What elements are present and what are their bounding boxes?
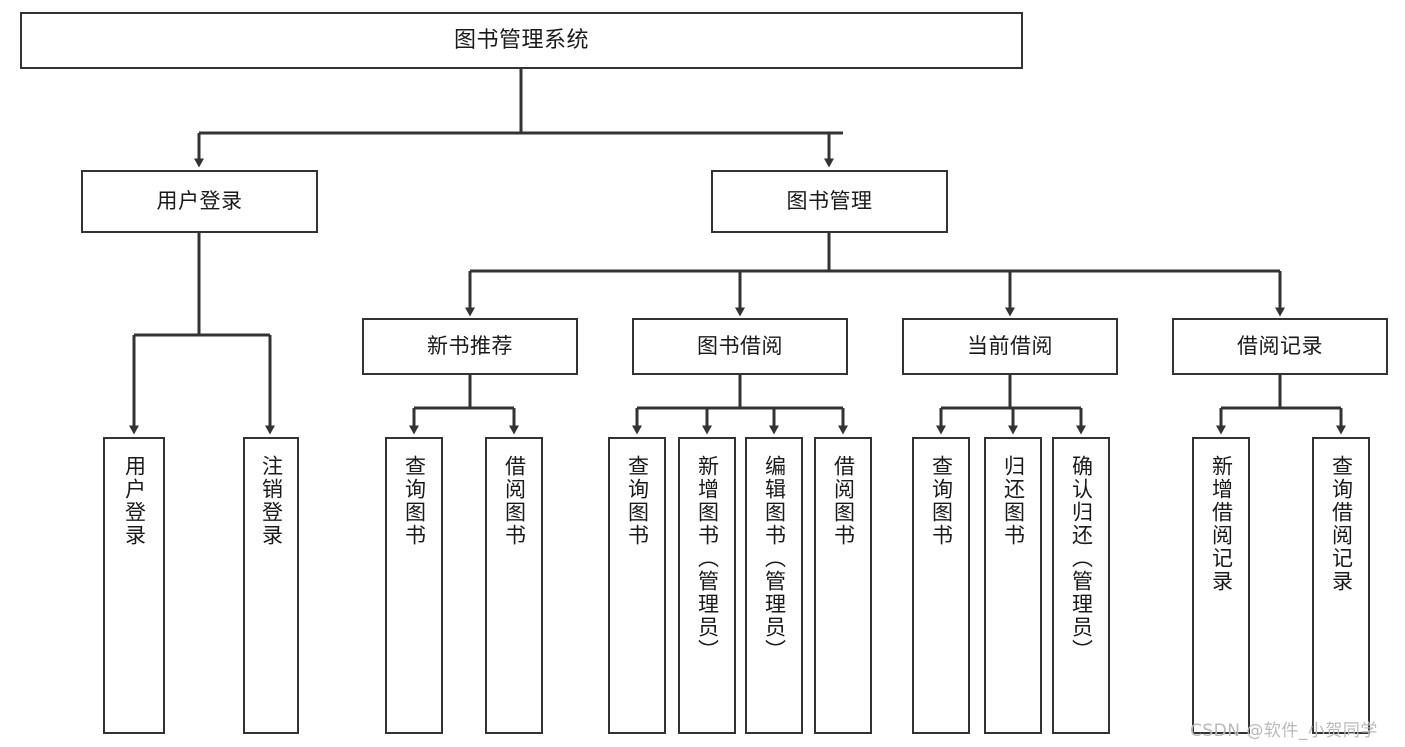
node-root[interactable]: 图书管理系统 [20, 12, 1023, 69]
node-current-borrow-label: 当前借阅 [967, 334, 1053, 359]
node-leaf-add-book[interactable]: 新增图书（管理员） [678, 437, 736, 734]
node-leaf-add-book-label: 新增图书（管理员） [695, 455, 720, 662]
node-leaf-query-book-3-label: 查询图书 [929, 455, 954, 547]
node-user-login[interactable]: 用户登录 [81, 170, 318, 233]
node-leaf-query-record-label: 查询借阅记录 [1329, 455, 1354, 593]
node-book-manage-label: 图书管理 [786, 189, 873, 214]
node-leaf-logout[interactable]: 注销登录 [243, 437, 299, 734]
node-leaf-user-login-label: 用户登录 [122, 455, 147, 547]
node-leaf-borrow-book-1[interactable]: 借阅图书 [485, 437, 543, 734]
node-leaf-edit-book-label: 编辑图书（管理员） [762, 455, 787, 662]
node-new-book-rec-label: 新书推荐 [427, 334, 513, 359]
node-current-borrow[interactable]: 当前借阅 [902, 318, 1118, 375]
node-new-book-rec[interactable]: 新书推荐 [362, 318, 578, 375]
node-leaf-query-book-1[interactable]: 查询图书 [385, 437, 443, 734]
node-book-borrow-label: 图书借阅 [697, 334, 783, 359]
node-leaf-query-book-1-label: 查询图书 [402, 455, 427, 547]
node-leaf-add-record-label: 新增借阅记录 [1209, 455, 1234, 593]
node-leaf-confirm-return-label: 确认归还（管理员） [1069, 455, 1094, 662]
node-leaf-add-record[interactable]: 新增借阅记录 [1192, 437, 1250, 734]
watermark: CSDN @软件_小贺同学 [1190, 721, 1378, 741]
node-leaf-edit-book[interactable]: 编辑图书（管理员） [745, 437, 803, 734]
node-leaf-return-book[interactable]: 归还图书 [984, 437, 1042, 734]
node-leaf-logout-label: 注销登录 [259, 455, 284, 547]
node-leaf-query-record[interactable]: 查询借阅记录 [1312, 437, 1370, 734]
node-leaf-user-login[interactable]: 用户登录 [103, 437, 165, 734]
node-leaf-confirm-return[interactable]: 确认归还（管理员） [1052, 437, 1110, 734]
node-book-borrow[interactable]: 图书借阅 [632, 318, 848, 375]
node-leaf-return-book-label: 归还图书 [1001, 455, 1026, 547]
node-leaf-borrow-book-1-label: 借阅图书 [502, 455, 527, 547]
node-leaf-query-book-3[interactable]: 查询图书 [912, 437, 970, 734]
node-leaf-borrow-book-2-label: 借阅图书 [831, 455, 856, 547]
node-leaf-borrow-book-2[interactable]: 借阅图书 [814, 437, 872, 734]
node-root-label: 图书管理系统 [453, 27, 589, 53]
node-borrow-record-label: 借阅记录 [1237, 334, 1323, 359]
node-user-login-label: 用户登录 [156, 189, 243, 214]
node-book-manage[interactable]: 图书管理 [711, 170, 948, 233]
node-leaf-query-book-2[interactable]: 查询图书 [608, 437, 666, 734]
node-borrow-record[interactable]: 借阅记录 [1172, 318, 1388, 375]
node-leaf-query-book-2-label: 查询图书 [625, 455, 650, 547]
